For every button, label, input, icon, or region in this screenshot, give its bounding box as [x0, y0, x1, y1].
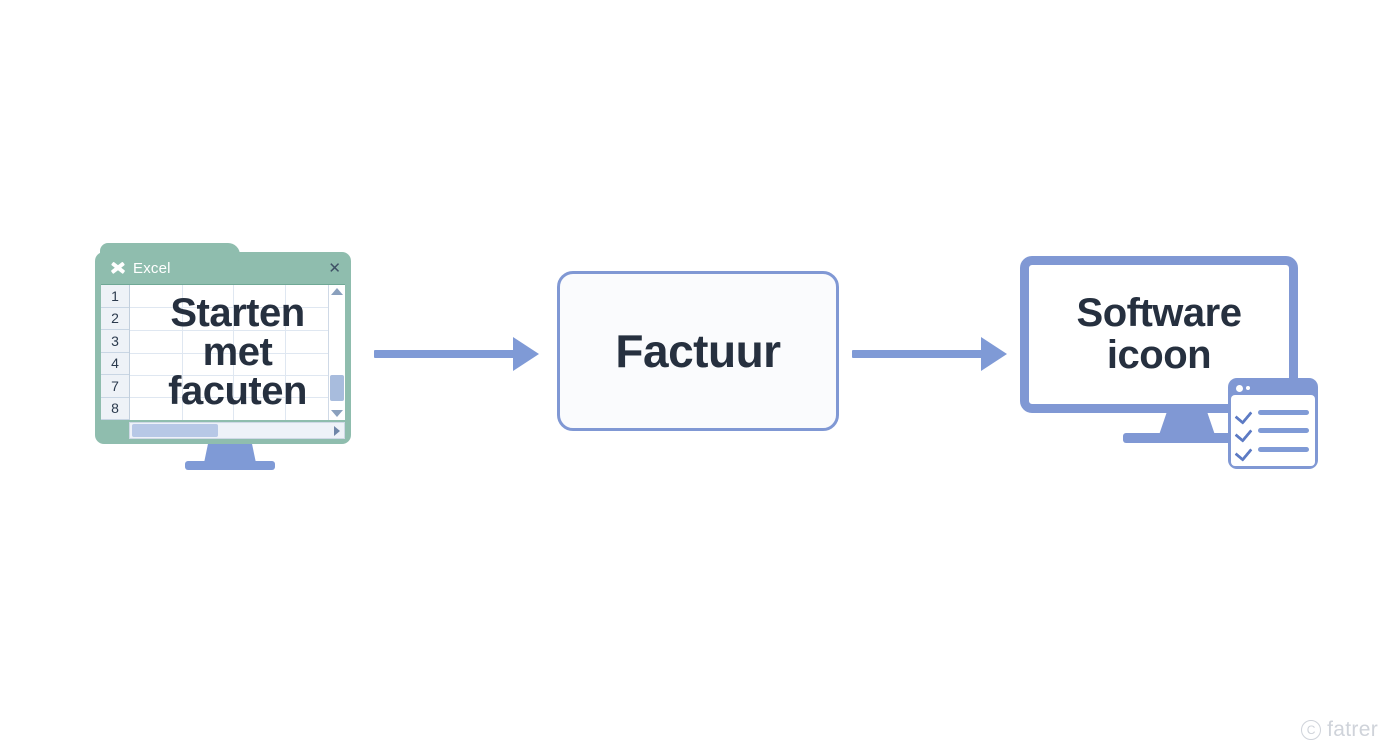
- vertical-scrollbar-thumb[interactable]: [330, 375, 344, 401]
- excel-row-header: 8: [101, 397, 129, 420]
- factuur-label: Factuur: [615, 325, 781, 377]
- excel-window-tab-notch: [100, 243, 251, 265]
- checklist-line: [1258, 428, 1309, 433]
- grid-line-horizontal: [130, 352, 345, 354]
- checklist-row: [1237, 426, 1309, 435]
- checkmark-icon: [1237, 426, 1251, 435]
- excel-row-header: 3: [101, 330, 129, 353]
- scroll-right-arrow-icon[interactable]: [334, 425, 340, 436]
- stage-factuur-box: Factuur: [557, 271, 839, 431]
- watermark: C fatrer: [1301, 718, 1378, 742]
- scroll-down-arrow-icon[interactable]: [331, 410, 343, 417]
- excel-star-icon: [110, 261, 125, 276]
- excel-title-bar: Excel ✕: [95, 252, 351, 284]
- headline-line-3: facuten: [168, 369, 307, 414]
- checkmark-icon: [1237, 408, 1251, 417]
- vertical-scrollbar[interactable]: [328, 285, 345, 420]
- software-label-line-2: icoon: [1106, 332, 1212, 377]
- excel-row-header: 4: [101, 352, 129, 375]
- arrow-shaft: [852, 350, 982, 358]
- excel-monitor-neck: [204, 443, 256, 463]
- checklist-row: [1237, 408, 1309, 417]
- checklist-card-icon: [1228, 378, 1318, 469]
- excel-row-header: 7: [101, 375, 129, 398]
- software-monitor-base: [1123, 433, 1251, 443]
- arrow-excel-to-factuur: [374, 337, 539, 371]
- grid-line-horizontal: [130, 307, 345, 309]
- excel-row-header: 1: [101, 285, 129, 308]
- arrow-head-icon: [513, 337, 539, 371]
- excel-row-header-column: 1 2 3 4 7 8: [101, 285, 130, 420]
- excel-monitor-base: [185, 461, 275, 470]
- arrow-shaft: [374, 350, 514, 358]
- close-icon[interactable]: ✕: [328, 259, 341, 277]
- circle-dot-small-icon: [1246, 386, 1250, 390]
- arrow-head-icon: [981, 337, 1007, 371]
- excel-spreadsheet-area: 1 2 3 4 7 8: [101, 284, 345, 420]
- circle-dot-icon: [1236, 384, 1243, 392]
- arrow-factuur-to-software: [852, 337, 1007, 371]
- checklist-card-header: [1231, 381, 1315, 395]
- checklist-line: [1258, 446, 1309, 452]
- software-monitor-neck: [1159, 412, 1215, 435]
- checklist-row: [1237, 445, 1309, 454]
- grid-line-horizontal: [130, 374, 345, 376]
- grid-line-horizontal: [130, 329, 345, 331]
- checklist-line: [1258, 409, 1309, 415]
- copyright-icon: C: [1301, 720, 1322, 740]
- scroll-up-arrow-icon[interactable]: [331, 288, 343, 295]
- checklist-card-body: [1231, 395, 1315, 466]
- horizontal-scrollbar[interactable]: [129, 422, 345, 439]
- grid-line-horizontal: [130, 397, 345, 399]
- horizontal-scrollbar-thumb[interactable]: [132, 424, 218, 437]
- excel-cell-grid: Starten met facuten: [130, 285, 345, 420]
- excel-row-header: 2: [101, 307, 129, 330]
- vertical-scrollbar-track[interactable]: [329, 298, 345, 407]
- stage-software-monitor: Software icoon: [1015, 252, 1325, 472]
- excel-window: Excel ✕ 1 2 3 4 7 8: [95, 243, 351, 444]
- excel-title-label: Excel: [133, 259, 171, 277]
- software-label-line-1: Software: [1076, 290, 1242, 335]
- software-monitor-screen: Software icoon: [1020, 256, 1298, 413]
- checkmark-icon: [1237, 445, 1251, 454]
- stage-excel-spreadsheet: Excel ✕ 1 2 3 4 7 8: [90, 243, 370, 473]
- watermark-text: fatrer: [1327, 718, 1378, 741]
